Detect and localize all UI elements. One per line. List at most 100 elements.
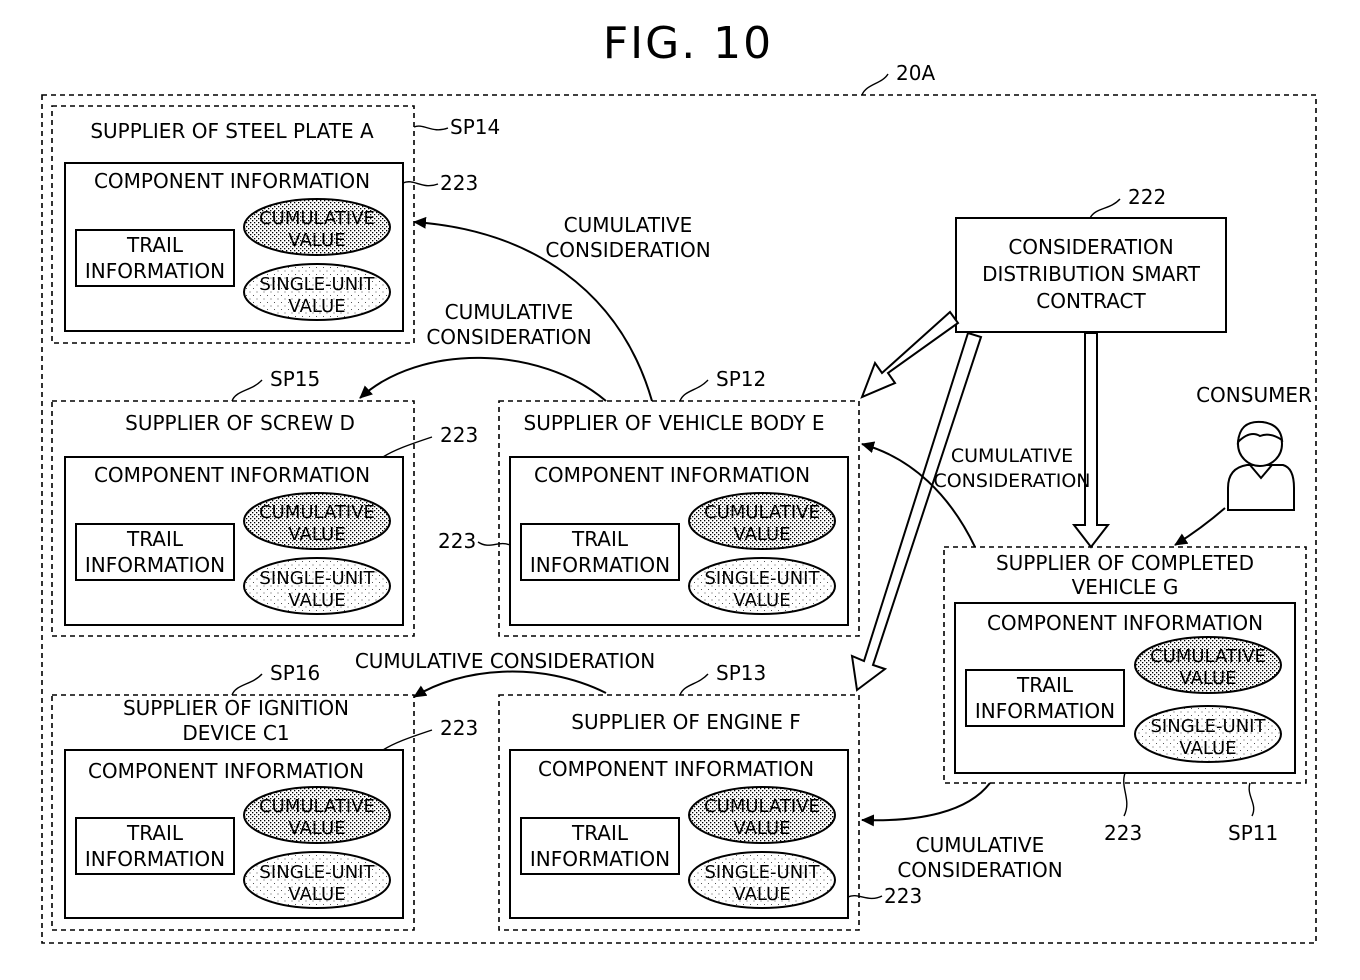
single-unit-value-line2: VALUE bbox=[288, 590, 345, 611]
flow-completed-to-engine-line2: CONSIDERATION bbox=[897, 858, 1062, 882]
flow-completed-to-engine bbox=[862, 783, 990, 820]
consideration-distribution-smart-contract: CONSIDERATION DISTRIBUTION SMART CONTRAC… bbox=[956, 185, 1226, 332]
cumulative-value-line2: VALUE bbox=[288, 524, 345, 545]
trail-information-line1: TRAIL bbox=[571, 527, 629, 551]
supplier-screw-d: SP15 SUPPLIER OF SCREW D COMPONENT INFOR… bbox=[52, 367, 478, 636]
sp13-leader bbox=[680, 674, 708, 695]
distribution-arrow-to-completed-vehicle bbox=[1074, 333, 1108, 547]
smart-contract-line1: CONSIDERATION bbox=[1008, 235, 1173, 259]
supplier-completed-vehicle-name-line2: VEHICLE G bbox=[1072, 575, 1179, 599]
cumulative-value-line1: CUMULATIVE bbox=[259, 502, 375, 523]
flow-engine-to-ignition-label: CUMULATIVE CONSIDERATION bbox=[355, 649, 655, 673]
supplier-ignition-device-c1: SP16 SUPPLIER OF IGNITION DEVICE C1 COMP… bbox=[52, 661, 478, 930]
component-ref-leader bbox=[478, 542, 510, 545]
contract-ref-label: 222 bbox=[1128, 185, 1166, 209]
supplier-vehicle-body-name: SUPPLIER OF VEHICLE BODY E bbox=[524, 411, 825, 435]
system-ref-leader bbox=[862, 74, 888, 95]
flow-body-to-steel-plate-line1: CUMULATIVE bbox=[564, 213, 693, 237]
figure-title: FIG. 10 bbox=[603, 18, 773, 69]
supplier-vehicle-body-e: SP12 SUPPLIER OF VEHICLE BODY E COMPONEN… bbox=[438, 367, 859, 636]
trail-information-line1: TRAIL bbox=[126, 527, 184, 551]
flow-completed-to-body-line2: CONSIDERATION bbox=[933, 470, 1090, 492]
supplier-ignition-name-line1: SUPPLIER OF IGNITION bbox=[123, 696, 349, 720]
single-unit-value-line1: SINGLE-UNIT bbox=[260, 274, 376, 295]
trail-information-line1: TRAIL bbox=[126, 233, 184, 257]
component-ref-label: 223 bbox=[440, 423, 478, 447]
component-ref-leader bbox=[1124, 773, 1127, 816]
consumer-payment-arrow bbox=[1175, 508, 1225, 545]
supplier-steel-plate-name: SUPPLIER OF STEEL PLATE A bbox=[90, 119, 374, 143]
supplier-engine-name: SUPPLIER OF ENGINE F bbox=[571, 710, 800, 734]
single-unit-value-line2: VALUE bbox=[733, 884, 790, 905]
single-unit-value-line1: SINGLE-UNIT bbox=[705, 862, 821, 883]
cumulative-value-line1: CUMULATIVE bbox=[1150, 646, 1266, 667]
sp15-leader bbox=[232, 380, 262, 401]
consumer-label: CONSUMER bbox=[1196, 383, 1312, 407]
trail-information-line2: INFORMATION bbox=[85, 847, 225, 871]
consumer-person-icon bbox=[1228, 422, 1294, 510]
cumulative-value-line1: CUMULATIVE bbox=[704, 796, 820, 817]
trail-information-line1: TRAIL bbox=[1016, 673, 1074, 697]
flow-body-to-screw-line2: CONSIDERATION bbox=[426, 325, 591, 349]
component-ref-label: 223 bbox=[1104, 821, 1142, 845]
single-unit-value-line2: VALUE bbox=[288, 884, 345, 905]
single-unit-value-line2: VALUE bbox=[1179, 738, 1236, 759]
supplier-ignition-name-line2: DEVICE C1 bbox=[182, 721, 289, 745]
cumulative-value-line1: CUMULATIVE bbox=[259, 796, 375, 817]
component-information-label: COMPONENT INFORMATION bbox=[534, 463, 810, 487]
cumulative-value-line2: VALUE bbox=[1179, 668, 1236, 689]
component-information-label: COMPONENT INFORMATION bbox=[987, 611, 1263, 635]
component-ref-label: 223 bbox=[440, 716, 478, 740]
component-ref-label: 223 bbox=[884, 884, 922, 908]
trail-information-line1: TRAIL bbox=[571, 821, 629, 845]
cumulative-value-line2: VALUE bbox=[288, 230, 345, 251]
trail-information-line2: INFORMATION bbox=[530, 553, 670, 577]
cumulative-value-line1: CUMULATIVE bbox=[259, 208, 375, 229]
component-ref-leader bbox=[403, 182, 438, 186]
system-ref-label: 20A bbox=[896, 61, 935, 85]
single-unit-value-line1: SINGLE-UNIT bbox=[705, 568, 821, 589]
flow-body-to-steel-plate-line2: CONSIDERATION bbox=[545, 238, 710, 262]
component-information-label: COMPONENT INFORMATION bbox=[94, 463, 370, 487]
component-information-label: COMPONENT INFORMATION bbox=[538, 757, 814, 781]
trail-information-line2: INFORMATION bbox=[85, 259, 225, 283]
sp12-ref-label: SP12 bbox=[716, 367, 766, 391]
component-ref-label: 223 bbox=[440, 171, 478, 195]
sp14-leader bbox=[414, 126, 448, 130]
component-ref-leader bbox=[848, 896, 882, 899]
consumer: CONSUMER bbox=[1175, 383, 1312, 545]
sp11-leader bbox=[1249, 783, 1254, 816]
flow-engine-to-ignition bbox=[414, 672, 606, 697]
component-information-label: COMPONENT INFORMATION bbox=[88, 759, 364, 783]
sp15-ref-label: SP15 bbox=[270, 367, 320, 391]
flow-body-to-screw bbox=[360, 358, 606, 401]
cumulative-value-line2: VALUE bbox=[733, 524, 790, 545]
contract-ref-leader bbox=[1090, 199, 1120, 218]
trail-information-line2: INFORMATION bbox=[85, 553, 225, 577]
cumulative-value-line1: CUMULATIVE bbox=[704, 502, 820, 523]
single-unit-value-line1: SINGLE-UNIT bbox=[1151, 716, 1267, 737]
trail-information-line2: INFORMATION bbox=[530, 847, 670, 871]
cumulative-value-line2: VALUE bbox=[733, 818, 790, 839]
sp14-ref-label: SP14 bbox=[450, 115, 500, 139]
flow-completed-to-body-line1: CUMULATIVE bbox=[951, 445, 1073, 467]
smart-contract-line3: CONTRACT bbox=[1036, 289, 1146, 313]
cumulative-value-line2: VALUE bbox=[288, 818, 345, 839]
smart-contract-line2: DISTRIBUTION SMART bbox=[982, 262, 1201, 286]
sp16-ref-label: SP16 bbox=[270, 661, 320, 685]
component-information-label: COMPONENT INFORMATION bbox=[94, 169, 370, 193]
sp13-ref-label: SP13 bbox=[716, 661, 766, 685]
sp16-leader bbox=[232, 674, 262, 695]
supplier-engine-f: SP13 SUPPLIER OF ENGINE F COMPONENT INFO… bbox=[499, 661, 922, 930]
distribution-arrow-to-vehicle-body bbox=[862, 312, 958, 397]
single-unit-value-line2: VALUE bbox=[733, 590, 790, 611]
supplier-completed-vehicle-g: SUPPLIER OF COMPLETED VEHICLE G COMPONEN… bbox=[944, 547, 1306, 845]
single-unit-value-line1: SINGLE-UNIT bbox=[260, 568, 376, 589]
trail-information-line1: TRAIL bbox=[126, 821, 184, 845]
component-ref-label: 223 bbox=[438, 529, 476, 553]
single-unit-value-line1: SINGLE-UNIT bbox=[260, 862, 376, 883]
component-ref-leader bbox=[383, 730, 432, 750]
sp12-leader bbox=[680, 380, 708, 401]
supplier-screw-name: SUPPLIER OF SCREW D bbox=[125, 411, 355, 435]
